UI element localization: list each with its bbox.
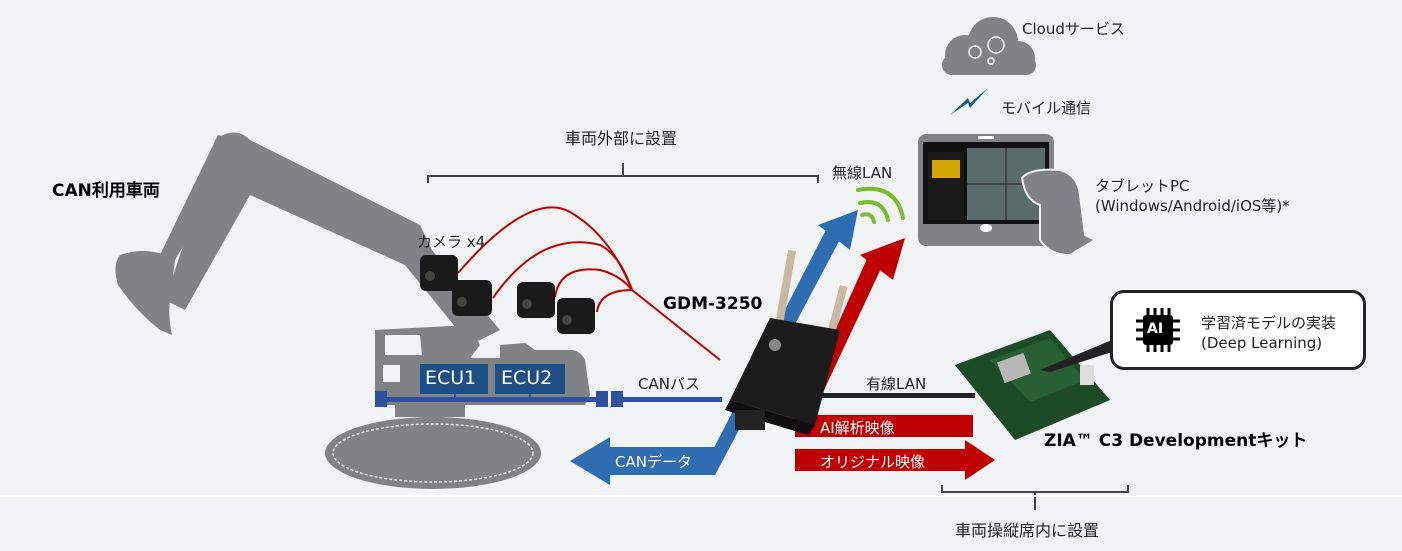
original-video-arrow	[795, 440, 995, 480]
tablet-icon	[918, 134, 1098, 257]
cabin-install-label: 車両操縦席内に設置	[955, 521, 1100, 540]
external-install-bracket	[427, 163, 819, 183]
divider-line	[0, 495, 1402, 497]
camera-cables	[457, 206, 721, 361]
ai-video-label: AI解析映像	[820, 419, 895, 437]
bubble-text: 学習済モデルの実装 (Deep Learning)	[1201, 313, 1336, 353]
wired-lan-label: 有線LAN	[866, 375, 927, 393]
bubble-pointer	[1040, 340, 1112, 372]
ai-chip-icon: AI	[1133, 305, 1183, 355]
can-bus-line	[375, 391, 722, 407]
can-data-label: CANデータ	[615, 453, 692, 471]
ai-board-icon	[955, 330, 1110, 440]
gateway-name: GDM-3250	[663, 294, 763, 314]
wired-lan-line	[815, 393, 975, 398]
ecu1-box	[420, 364, 488, 394]
can-bus-label: CANバス	[638, 375, 700, 393]
bubble-line2: (Deep Learning)	[1201, 334, 1323, 352]
mobile-label: モバイル通信	[1001, 99, 1092, 117]
external-install-label: 車両外部に設置	[565, 129, 678, 148]
lightning-icon	[950, 88, 988, 115]
gateway-device-icon	[725, 249, 848, 435]
track-tread	[332, 423, 534, 483]
ai-bubble: AI 学習済モデルの実装 (Deep Learning)	[1110, 290, 1366, 370]
vehicle-title: CAN利用車両	[52, 181, 160, 201]
camera-icon	[517, 282, 555, 318]
ai-video-arrow	[795, 415, 973, 437]
original-video-label: オリジナル映像	[820, 453, 926, 471]
cabin-install-bracket	[941, 485, 1129, 510]
ai-kit-name: ZIA™ C3 Developmentキット	[1044, 431, 1308, 451]
camera-icon	[557, 298, 595, 334]
tablet-label-line2: (Windows/Android/iOS等)*	[1095, 197, 1290, 215]
wifi-icon	[856, 186, 905, 224]
bubble-line1: 学習済モデルの実装	[1201, 314, 1337, 332]
ecu1-label: ECU1	[425, 367, 477, 389]
ecu2-label: ECU2	[501, 367, 553, 389]
ai-chip-text: AI	[1147, 321, 1164, 337]
camera-icon	[452, 280, 492, 316]
camera-label: カメラ x4	[417, 233, 486, 251]
ecu2-box	[495, 364, 565, 394]
tablet-label-line1: タブレットPC	[1095, 177, 1190, 195]
gear-icon	[968, 36, 1005, 65]
cloud-label: Cloudサービス	[1022, 20, 1125, 38]
camera-icon	[420, 255, 458, 291]
wireless-lan-label: 無線LAN	[832, 164, 893, 182]
